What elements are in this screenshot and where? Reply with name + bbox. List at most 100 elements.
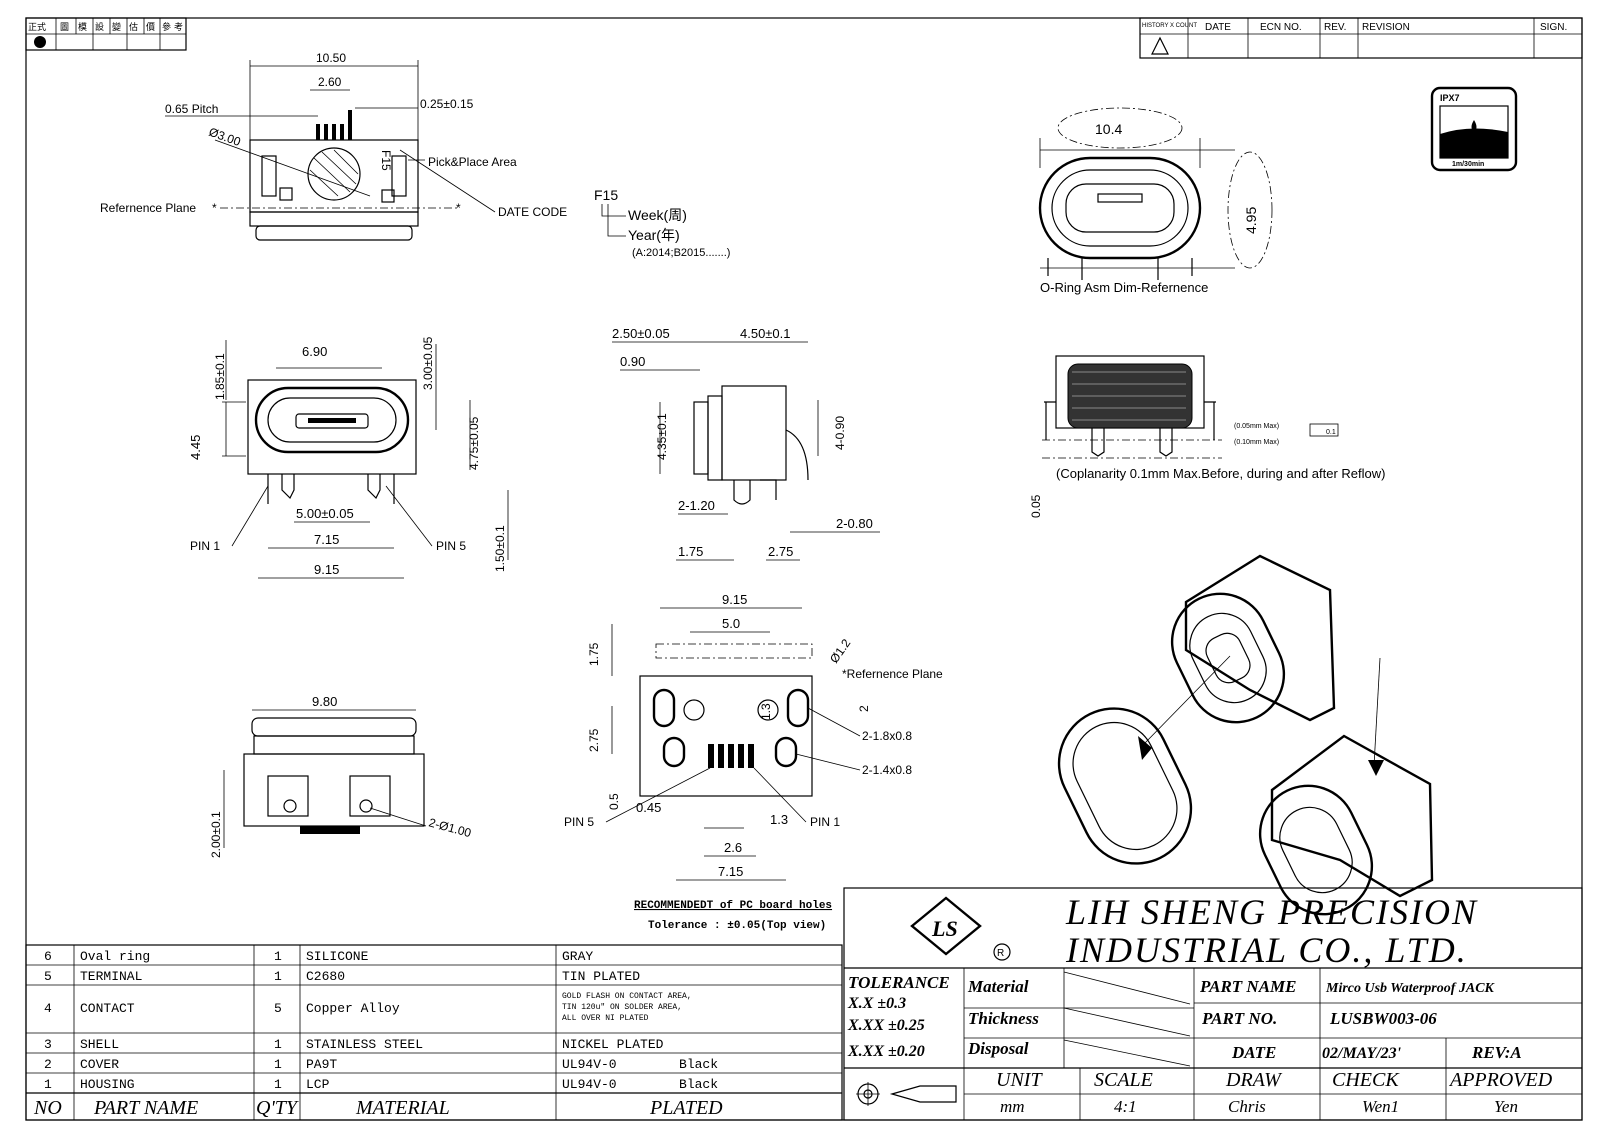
- front-pin-span: 5.00±0.05: [296, 506, 354, 521]
- pcb-d13: 1.3: [770, 812, 788, 827]
- svg-text:*: *: [212, 201, 217, 215]
- oring-view: 10.4 4.95 O-Ring Asm Dim-Refernence: [1038, 107, 1273, 295]
- bom-cell-plated: UL94V-0 Black: [562, 1057, 718, 1072]
- oring-caption: O-Ring Asm Dim-Refernence: [1040, 280, 1208, 295]
- reference-plane-label: Refernence Plane: [100, 201, 196, 215]
- bom-header-cell: NO: [33, 1097, 62, 1119]
- bom-cell-part: Oval ring: [80, 949, 150, 964]
- water-drop-icon: [1471, 120, 1477, 132]
- warning-triangle-icon: [1151, 36, 1169, 55]
- dim-total-width: 10.50: [316, 51, 346, 65]
- front-view: 4.45 1.85±0.1 6.90 3.00±0.05 4.75±0.05 5…: [188, 336, 509, 579]
- bottom-view: 9.80 2.00±0.1 2-Ø1.00: [209, 694, 473, 858]
- corner-label-5: 估: [129, 21, 138, 32]
- unit-value: mm: [1000, 1097, 1025, 1116]
- bom-header-cell: PART NAME: [93, 1097, 198, 1119]
- back-note: (Coplanarity 0.1mm Max.Before, during an…: [1056, 466, 1385, 481]
- material-label: Material: [967, 977, 1029, 996]
- front-shell-height: 3.00±0.05: [421, 336, 435, 390]
- front-height: 4.45: [188, 435, 203, 460]
- bom-cell-no: 1: [44, 1077, 52, 1092]
- bom-cell-part: CONTACT: [80, 1001, 135, 1016]
- rev-col-label: REV.: [1324, 22, 1346, 33]
- pcb-v3: 0.5: [607, 793, 621, 810]
- draw-label: DRAW: [1225, 1069, 1283, 1091]
- corner-box: 正式 圖 模 設 變 估 價 參 考: [25, 17, 187, 51]
- bom-cell-material: PA9T: [306, 1057, 337, 1072]
- company-logo: [910, 896, 982, 956]
- pcb-h2: 2: [857, 705, 871, 712]
- corner-label-3: 設: [95, 21, 104, 32]
- pcb-d26: 2.6: [724, 840, 742, 855]
- isometric-illustration: [1057, 554, 1434, 916]
- bom-cell-material: Copper Alloy: [306, 1001, 400, 1016]
- bom-cell-plated: NICKEL PLATED: [562, 1037, 664, 1052]
- bom-cell-part: TERMINAL: [80, 969, 142, 984]
- pick-place-label: Pick&Place Area: [428, 155, 517, 169]
- filled-circle-icon: [34, 36, 46, 48]
- revision-col-label: REVISION: [1362, 22, 1410, 33]
- tolerance-2: X.XX ±0.25: [847, 1017, 925, 1034]
- bom-cell-part: SHELL: [80, 1037, 119, 1052]
- year-label: Year(年): [628, 227, 680, 243]
- draw-value: Chris: [1228, 1097, 1266, 1116]
- revision-header: HISTORY X COUNT DATE ECN NO. REV. REVISI…: [1139, 17, 1583, 59]
- pcb-h1: 1.3: [759, 703, 773, 720]
- front-body-height: 4.75±0.05: [467, 416, 481, 470]
- oring-height: 4.95: [1243, 207, 1259, 234]
- front-pin1-label: PIN 1: [190, 539, 220, 553]
- side-g: 2-0.80: [836, 516, 873, 531]
- bom-cell-qty: 1: [274, 969, 282, 984]
- front-pad-span: 7.15: [314, 532, 339, 547]
- corner-label-0: 正式: [28, 21, 46, 32]
- side-f: 2-1.20: [678, 498, 715, 513]
- bom-cell-no: 6: [44, 949, 52, 964]
- bom-cell-material: C2680: [306, 969, 345, 984]
- sign-col-label: SIGN.: [1540, 22, 1567, 33]
- date-code-mark: F15: [379, 150, 393, 171]
- pcb-title: RECOMMENDEDT of PC board holes: [634, 900, 832, 912]
- dim-inner-width: 2.60: [318, 75, 342, 89]
- scale-label: SCALE: [1094, 1069, 1153, 1091]
- pcb-dia: Ø1.2: [827, 636, 854, 666]
- bom-cell-no: 3: [44, 1037, 52, 1052]
- bottom-width: 9.80: [312, 694, 337, 709]
- bottom-holes: 2-Ø1.00: [427, 815, 473, 840]
- part-no-value: LUSBW003-06: [1329, 1009, 1437, 1028]
- pcb-d045: 0.45: [636, 800, 661, 815]
- pitch-label: 0.65 Pitch: [165, 102, 218, 116]
- bom-cell-qty: 5: [274, 1001, 282, 1016]
- tolerance-label: TOLERANCE: [848, 973, 950, 992]
- side-c: 0.90: [620, 354, 645, 369]
- check-value: Wen1: [1362, 1097, 1399, 1116]
- thickness-label: Thickness: [968, 1009, 1039, 1028]
- company-name-line1: LIH SHENG PRECISION: [1065, 892, 1478, 932]
- disposal-label: Disposal: [967, 1039, 1029, 1058]
- ecn-col-label: ECN NO.: [1260, 22, 1302, 33]
- registered-icon: [993, 943, 1011, 961]
- back-tol1: (0.05mm Max): [1234, 423, 1279, 430]
- part-name-value: Mirco Usb Waterproof JACK: [1325, 981, 1496, 996]
- oring-width: 10.4: [1095, 121, 1122, 137]
- corner-label-1: 圖: [60, 22, 69, 32]
- approved-value: Yen: [1494, 1097, 1518, 1116]
- front-pin5-label: PIN 5: [436, 539, 466, 553]
- bom-cell-material: STAINLESS STEEL: [306, 1037, 423, 1052]
- title-block: LS R LIH SHENG PRECISION INDUSTRIAL CO.,…: [843, 887, 1583, 1121]
- pcb-inner: 5.0: [722, 616, 740, 631]
- front-lead: 1.50±0.1: [493, 525, 507, 572]
- history-label: HISTORY X COUNT: [1142, 23, 1197, 29]
- pin-width-label: 0.25±0.15: [420, 97, 474, 111]
- back-flatness: 0.1: [1326, 429, 1336, 436]
- pcb-ref: *Refernence Plane: [842, 667, 943, 681]
- bom-table: [25, 944, 843, 1121]
- front-opening: 6.90: [302, 344, 327, 359]
- corner-label-8: 考: [174, 22, 183, 32]
- side-b: 4.50±0.1: [740, 326, 791, 341]
- bom-cell-qty: 1: [274, 1077, 282, 1092]
- bom-header-cell: MATERIAL: [355, 1097, 450, 1119]
- side-a: 2.50±0.05: [612, 326, 670, 341]
- pcb-pin5: PIN 5: [564, 815, 594, 829]
- date-code-sample: F15: [594, 187, 618, 203]
